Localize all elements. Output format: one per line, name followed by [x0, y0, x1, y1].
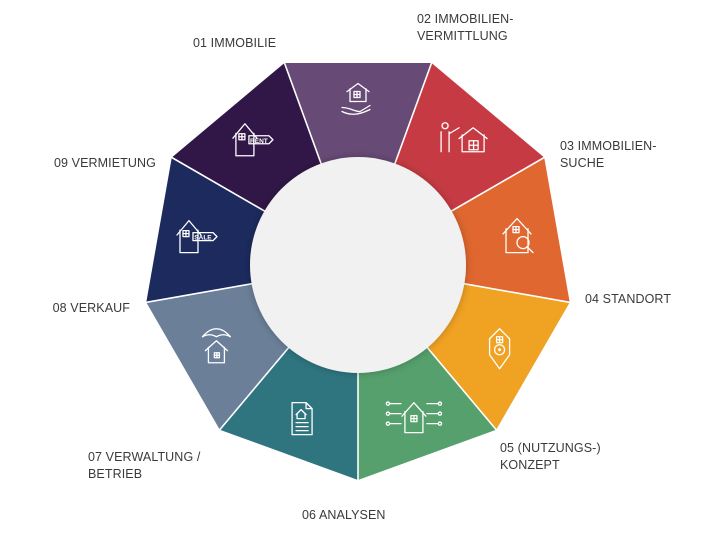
segment-separator: [283, 60, 324, 168]
segment-separator: [460, 282, 572, 304]
segment-separator: [424, 344, 499, 432]
segment-separator: [447, 155, 547, 214]
house-in-hand-icon: [341, 82, 371, 115]
document-house-icon: [291, 401, 313, 436]
segment-separator: [169, 155, 269, 214]
house-network-icon: [385, 401, 443, 434]
house-magnifier-icon: [502, 217, 534, 254]
house-sale-sign-icon: SALE: [176, 219, 218, 254]
label-vermietung: 09 VERMIETUNG: [53, 156, 156, 170]
label-vermittlung: 02 IMMOBILIEN- VERMITTLUNG: [417, 12, 514, 43]
agent-presenting-house-icon: [440, 122, 488, 153]
label-immobilie: 01 IMMOBILIE: [193, 36, 277, 50]
label-konzept: 05 (NUTZUNGS-) KONZEPT: [500, 441, 601, 472]
label-analysen: 06 ANALYSEN: [302, 508, 386, 522]
segment-separator: [217, 344, 292, 432]
rent-sign-text: RENT: [250, 138, 268, 145]
umbrella-house-icon: [201, 328, 232, 364]
segment-separator: [144, 282, 256, 304]
label-verkauf: 08 VERKAUF: [52, 301, 130, 315]
location-pin-house-icon: [488, 328, 511, 370]
label-suche: 03 IMMOBILIEN- SUCHE: [560, 139, 657, 170]
center-circle: [250, 157, 466, 373]
label-verwaltung: 07 VERWALTUNG / BETRIEB: [88, 450, 201, 481]
house-rent-sign-icon: RENT: [232, 123, 274, 157]
label-standort: 04 STANDORT: [585, 292, 672, 306]
segment-separator: [392, 60, 433, 168]
sale-sign-text: SALE: [194, 235, 212, 242]
